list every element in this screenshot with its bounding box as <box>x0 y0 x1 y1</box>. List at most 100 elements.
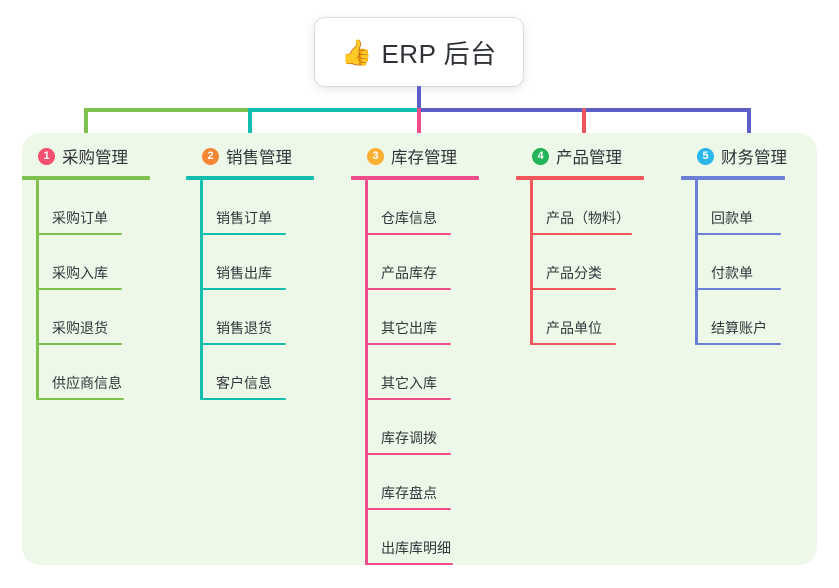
column-items-purchase: 采购订单采购入库采购退货供应商信息 <box>22 180 182 400</box>
column-header-product[interactable]: 4 产品管理 <box>516 144 676 168</box>
menu-item[interactable]: 产品分类 <box>516 235 676 290</box>
root-node-card[interactable]: 👍 ERP 后台 <box>315 18 523 86</box>
column-rule-purchase <box>22 176 150 180</box>
column-rule-product <box>516 176 644 180</box>
column-header-sales[interactable]: 2 销售管理 <box>186 144 346 168</box>
menu-item-rule <box>200 288 286 290</box>
menu-item-label: 销售出库 <box>216 265 272 281</box>
column-rule-finance <box>681 176 785 180</box>
menu-item-rule <box>365 398 451 400</box>
menu-item[interactable]: 出库库明细 <box>351 510 511 565</box>
number-badge-4: 4 <box>532 147 549 165</box>
column-title-product: 产品管理 <box>556 149 622 167</box>
column-title-purchase: 采购管理 <box>62 149 128 167</box>
column-items-sales: 销售订单销售出库销售退货客户信息 <box>186 180 346 400</box>
menu-item-rule <box>365 563 453 565</box>
column-spine-sales <box>200 180 203 400</box>
menu-item-label: 库存盘点 <box>381 485 437 501</box>
menu-item[interactable]: 产品库存 <box>351 235 511 290</box>
menu-item-rule <box>365 508 451 510</box>
column-inventory: 3 库存管理仓库信息产品库存其它出库其它入库库存调拨库存盘点出库库明细 <box>351 144 511 565</box>
menu-item-label: 回款单 <box>711 210 753 226</box>
menu-item[interactable]: 采购订单 <box>22 180 182 235</box>
menu-item[interactable]: 结算账户 <box>681 290 817 345</box>
menu-item-label: 产品库存 <box>381 265 437 281</box>
menu-item-rule <box>365 233 451 235</box>
menu-item-rule <box>365 343 451 345</box>
number-badge-3: 3 <box>367 147 384 165</box>
menu-item[interactable]: 销售订单 <box>186 180 346 235</box>
menu-item-rule <box>200 398 286 400</box>
menu-item[interactable]: 其它出库 <box>351 290 511 345</box>
drop-purchase <box>84 108 88 145</box>
menu-item[interactable]: 客户信息 <box>186 345 346 400</box>
menu-item-label: 采购退货 <box>52 320 108 336</box>
menu-item-label: 客户信息 <box>216 375 272 391</box>
menu-item-label: 库存调拨 <box>381 430 437 446</box>
column-sales: 2 销售管理销售订单销售出库销售退货客户信息 <box>186 144 346 400</box>
column-spine-product <box>530 180 533 345</box>
root-stem <box>417 86 421 112</box>
column-rule-sales <box>186 176 314 180</box>
column-title-finance: 财务管理 <box>721 149 787 167</box>
page-title: ERP 后台 <box>381 38 497 69</box>
column-title-sales: 销售管理 <box>226 149 292 167</box>
column-rule-inventory <box>351 176 479 180</box>
number-badge-1: 1 <box>38 147 55 165</box>
column-header-purchase[interactable]: 1 采购管理 <box>22 144 182 168</box>
menu-item-rule <box>695 288 781 290</box>
menu-item[interactable]: 采购退货 <box>22 290 182 345</box>
menu-item-label: 出库库明细 <box>381 540 451 556</box>
number-badge-2: 2 <box>202 147 219 165</box>
column-items-finance: 回款单付款单结算账户 <box>681 180 817 345</box>
menu-item[interactable]: 库存调拨 <box>351 400 511 455</box>
menu-item-rule <box>695 233 781 235</box>
menu-item-label: 其它入库 <box>381 375 437 391</box>
menu-item[interactable]: 其它入库 <box>351 345 511 400</box>
menu-item[interactable]: 付款单 <box>681 235 817 290</box>
menu-item-label: 产品单位 <box>546 320 602 336</box>
menu-item[interactable]: 产品（物料） <box>516 180 676 235</box>
menu-item[interactable]: 产品单位 <box>516 290 676 345</box>
menu-item-rule <box>530 343 616 345</box>
menu-item[interactable]: 库存盘点 <box>351 455 511 510</box>
green-segment <box>84 108 252 112</box>
column-spine-finance <box>695 180 698 345</box>
menu-item-rule <box>200 233 286 235</box>
menu-item-label: 采购入库 <box>52 265 108 281</box>
menu-item[interactable]: 销售出库 <box>186 235 346 290</box>
menu-item[interactable]: 采购入库 <box>22 235 182 290</box>
menu-item-rule <box>695 343 781 345</box>
teal-segment <box>248 108 421 112</box>
column-title-inventory: 库存管理 <box>391 149 457 167</box>
menu-item-label: 供应商信息 <box>52 375 122 391</box>
menu-item-label: 产品分类 <box>546 265 602 281</box>
menu-item[interactable]: 供应商信息 <box>22 345 182 400</box>
menu-item[interactable]: 仓库信息 <box>351 180 511 235</box>
menu-item[interactable]: 销售退货 <box>186 290 346 345</box>
menu-item-rule <box>36 233 122 235</box>
menu-item-rule <box>530 288 616 290</box>
menu-item-label: 其它出库 <box>381 320 437 336</box>
menu-item-label: 销售退货 <box>216 320 272 336</box>
menu-item-label: 销售订单 <box>216 210 272 226</box>
menu-item-rule <box>365 453 451 455</box>
content-panel <box>22 133 817 565</box>
column-product: 4 产品管理产品（物料） 产品分类产品单位 <box>516 144 676 345</box>
column-purchase: 1 采购管理采购订单采购入库采购退货供应商信息 <box>22 144 182 400</box>
menu-item[interactable]: 回款单 <box>681 180 817 235</box>
menu-item-rule <box>36 288 122 290</box>
column-items-inventory: 仓库信息产品库存其它出库其它入库库存调拨库存盘点出库库明细 <box>351 180 511 565</box>
thumbs-up-icon: 👍 <box>341 38 373 67</box>
menu-item-rule <box>365 288 451 290</box>
menu-item-label: 采购订单 <box>52 210 108 226</box>
menu-item-rule <box>200 343 286 345</box>
menu-item-label: 付款单 <box>711 265 753 281</box>
menu-item-rule <box>36 343 122 345</box>
column-header-inventory[interactable]: 3 库存管理 <box>351 144 511 168</box>
menu-item-rule <box>530 233 632 235</box>
drop-product <box>582 108 586 145</box>
column-items-product: 产品（物料） 产品分类产品单位 <box>516 180 676 345</box>
